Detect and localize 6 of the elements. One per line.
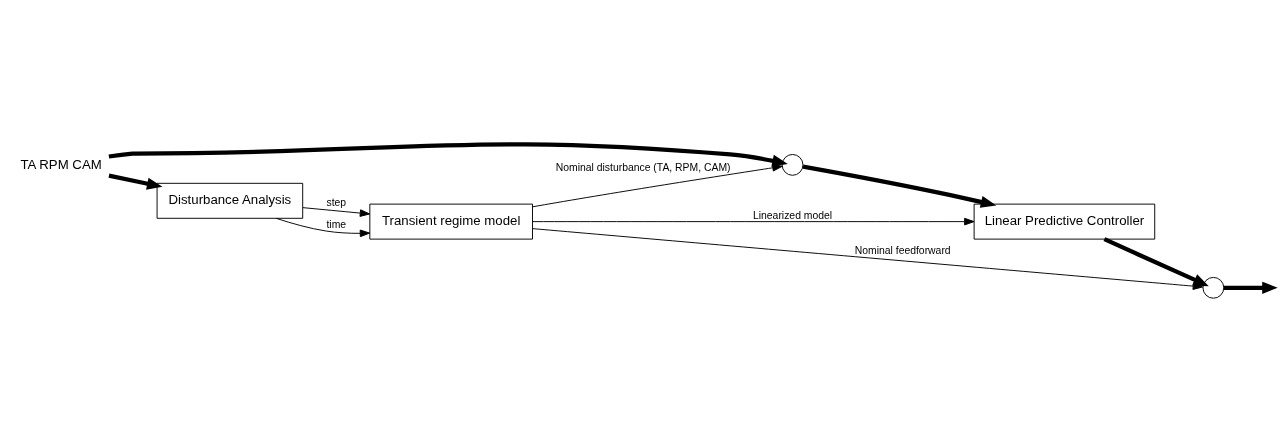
edge-label: Linearized model — [752, 209, 833, 221]
edge-label: Nominal feedforward — [854, 244, 951, 256]
edge-label: Nominal disturbance (TA, RPM, CAM) — [555, 161, 731, 173]
node-text: TA RPM CAM — [20, 156, 102, 172]
edge-label: step — [326, 196, 347, 208]
edge-label: time — [326, 218, 347, 230]
